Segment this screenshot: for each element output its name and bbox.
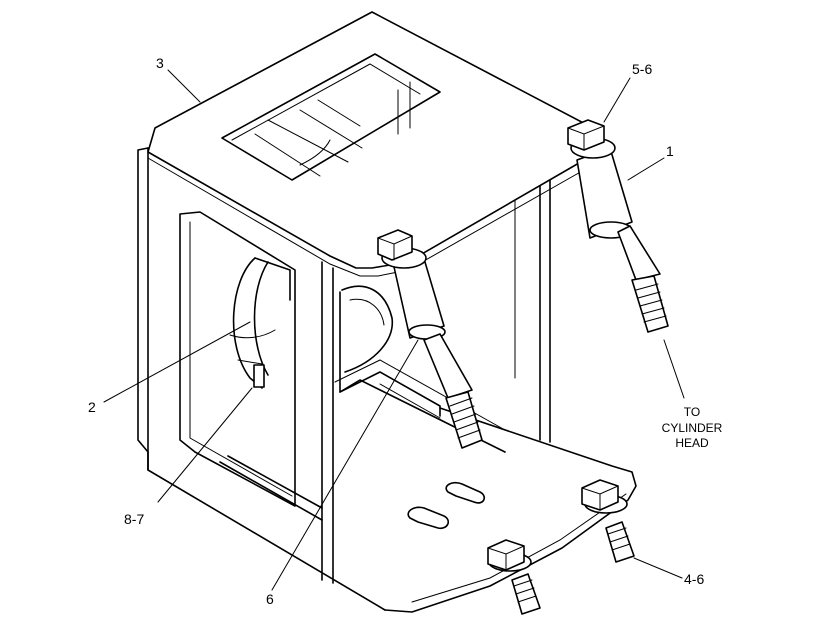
label-3: 3 [156, 55, 164, 71]
label-to: TO [684, 405, 700, 419]
bolt-right [567, 119, 669, 333]
label-1: 1 [666, 143, 674, 159]
label-head: HEAD [675, 436, 709, 450]
bolt-front [377, 229, 483, 449]
label-8-7: 8-7 [124, 511, 144, 527]
label-6: 6 [266, 591, 274, 607]
label-cylinder: CYLINDER [662, 421, 723, 435]
label-4-6: 4-6 [684, 571, 704, 587]
side-wall [137, 147, 386, 611]
label-5-6: 5-6 [632, 61, 652, 77]
leader-lines [103, 69, 685, 591]
internal-bearing [229, 257, 394, 389]
bottom-plate [219, 371, 637, 613]
bolt-bottom-right [581, 479, 635, 563]
top-plate [147, 11, 605, 277]
bolt-bottom-left [487, 539, 541, 615]
front-wall [321, 175, 551, 584]
label-2: 2 [88, 399, 96, 415]
